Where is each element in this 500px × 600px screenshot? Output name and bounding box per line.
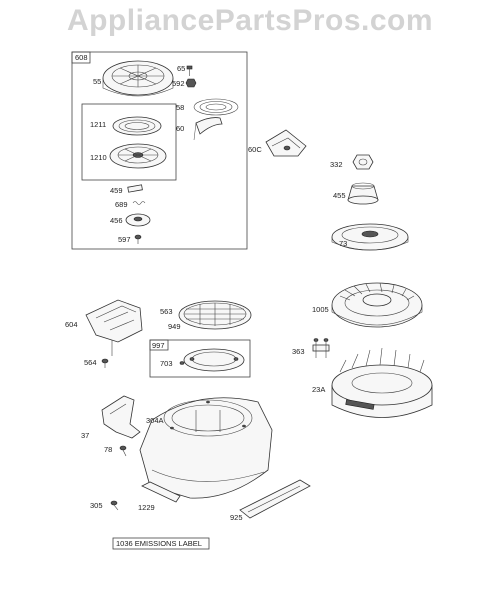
label-305: 305 [90, 501, 103, 510]
group-608-tag-box [71, 51, 91, 64]
label-456: 456 [110, 216, 123, 225]
label-58: 58 [176, 103, 184, 112]
part-78-screw[interactable] [119, 445, 127, 457]
part-703-fastener [179, 361, 185, 365]
inner-group-box [81, 103, 177, 181]
part-58-spring[interactable] [193, 98, 239, 116]
part-1229-bracket[interactable] [141, 481, 181, 503]
label-592: 592 [172, 79, 185, 88]
part-604-air-guide[interactable] [85, 299, 143, 356]
part-55-starter-housing[interactable] [102, 60, 174, 97]
part-23A-flywheel-fan[interactable] [331, 347, 433, 418]
label-1210: 1210 [90, 153, 107, 162]
part-455-starter-cup[interactable] [347, 182, 379, 205]
part-925-guard[interactable] [239, 479, 311, 519]
part-689-spring[interactable] [132, 201, 146, 205]
label-65: 65 [177, 64, 185, 73]
part-1005-flywheel[interactable] [331, 282, 423, 328]
part-1211-rewind-spring[interactable] [112, 116, 162, 136]
label-689: 689 [115, 200, 128, 209]
part-65-screw[interactable] [186, 65, 193, 76]
label-1229: 1229 [138, 503, 155, 512]
label-925: 925 [230, 513, 243, 522]
part-60-handle[interactable] [193, 117, 223, 141]
part-37-baffle[interactable] [101, 395, 141, 439]
label-1005: 1005 [312, 305, 329, 314]
label-703: 703 [160, 359, 173, 368]
label-949: 949 [168, 322, 181, 331]
label-332: 332 [330, 160, 343, 169]
part-459-dog[interactable] [127, 184, 143, 193]
label-455: 455 [333, 191, 346, 200]
emissions-label-box [112, 537, 210, 550]
part-564-screw[interactable] [101, 358, 109, 368]
part-703-gasket[interactable] [183, 348, 245, 372]
label-304A: 304A [146, 416, 164, 425]
label-564: 564 [84, 358, 97, 367]
label-37: 37 [81, 431, 89, 440]
part-363-bracket[interactable] [312, 338, 330, 359]
label-604: 604 [65, 320, 78, 329]
label-563: 563 [160, 307, 173, 316]
label-597: 597 [118, 235, 131, 244]
group-997-box [149, 339, 251, 378]
group-997-tag-box [149, 339, 169, 351]
part-305-screw[interactable] [110, 500, 119, 511]
part-456-retainer[interactable] [125, 213, 151, 227]
group-608-box [71, 51, 248, 250]
label-459: 459 [110, 186, 123, 195]
watermark: AppliancePartsPros.com [66, 4, 434, 37]
label-60C: 60C [248, 145, 262, 154]
label-73: 73 [339, 239, 347, 248]
part-304A-blower-housing[interactable] [139, 397, 273, 499]
group-608-label: 608 [75, 53, 88, 62]
label-363: 363 [292, 347, 305, 356]
label-60: 60 [176, 124, 184, 133]
part-597-screw[interactable] [134, 234, 142, 244]
part-592-nut[interactable] [185, 78, 197, 88]
label-55: 55 [93, 77, 101, 86]
part-60C-rope-guide[interactable] [265, 129, 307, 157]
group-997-label: 997 [152, 341, 165, 350]
part-332-flywheel-nut[interactable] [352, 154, 374, 170]
label-23A: 23A [312, 385, 325, 394]
label-78: 78 [104, 445, 112, 454]
label-1211: 1211 [90, 120, 106, 129]
emissions-label: 1036 EMISSIONS LABEL [116, 539, 202, 548]
part-73-rotating-screen[interactable] [331, 223, 409, 251]
part-1210-pulley[interactable] [109, 143, 167, 169]
part-949-screen[interactable] [178, 300, 252, 330]
